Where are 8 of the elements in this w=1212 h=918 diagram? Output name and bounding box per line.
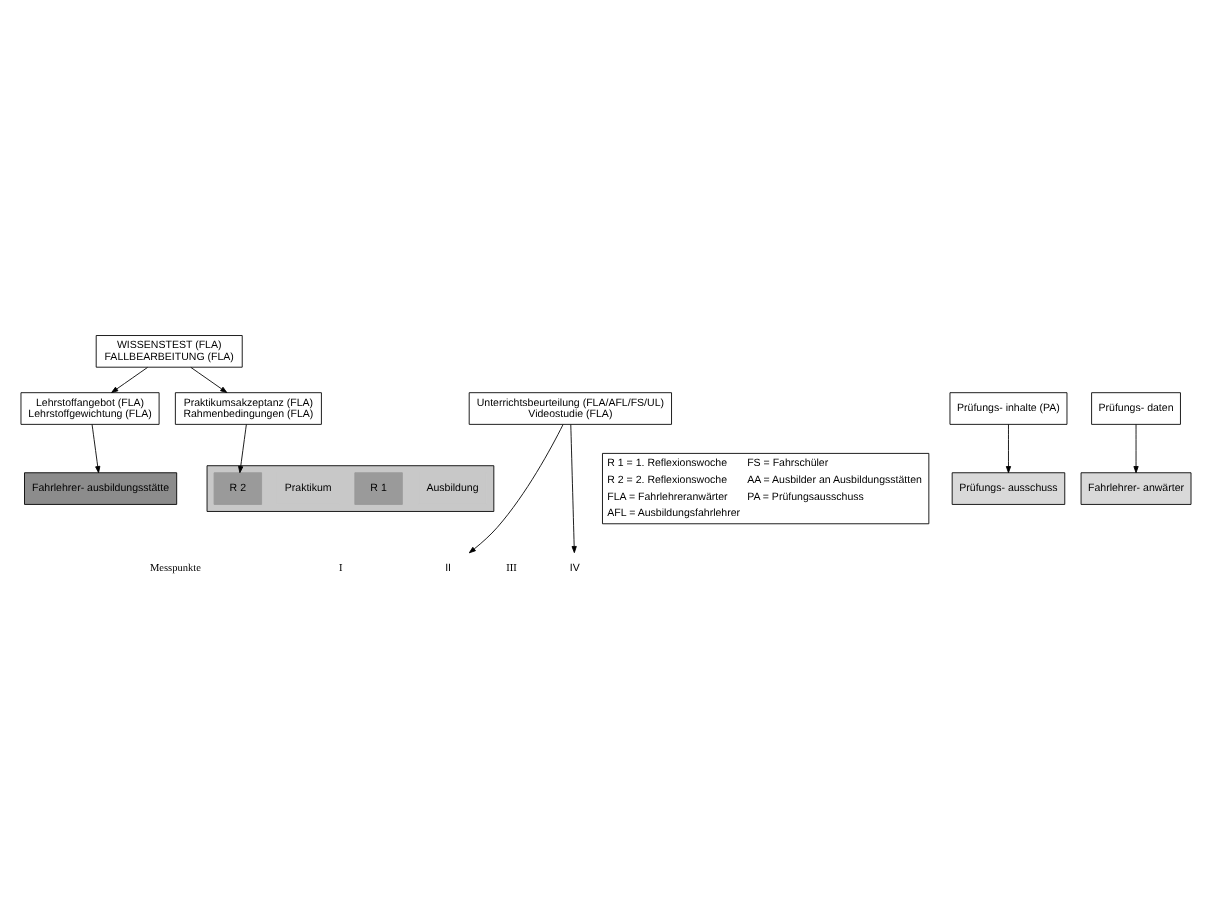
arrow: [111, 365, 148, 392]
arrow: [91, 423, 101, 473]
arrow: [238, 423, 247, 473]
arrow: [1005, 423, 1012, 473]
arrow: [570, 423, 577, 553]
arrow: [468, 423, 564, 553]
arrow: [190, 365, 228, 392]
arrow: [1133, 423, 1139, 473]
